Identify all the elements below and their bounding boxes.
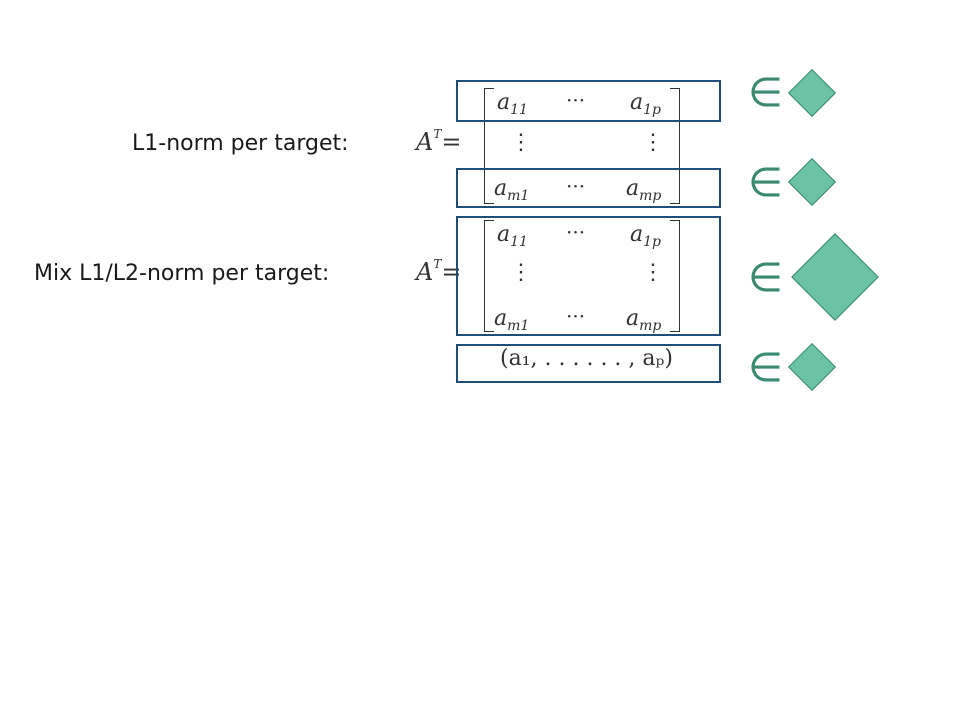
matrix2-hdots-bottom: ··· (566, 304, 586, 328)
mixed-ball-diamond (791, 233, 879, 321)
l1-norm-label: L1-norm per target: (132, 131, 349, 156)
matrix1-hdots-bottom: ··· (566, 174, 586, 198)
matrix1-rowm-box (456, 168, 721, 208)
l1-ball-diamond-2 (787, 157, 837, 207)
matrix2-right-bracket (670, 220, 680, 332)
matrix1-vdots-left: ⋮ (510, 130, 532, 155)
matrix1-right-bracket (670, 88, 680, 204)
element-of-symbol-1: ∈ (748, 70, 783, 116)
mix-norm-label: Mix L1/L2-norm per target: (34, 261, 330, 286)
matrix2-lhs: AT= (416, 257, 462, 286)
matrix2-a1p: a1p (630, 222, 661, 250)
matrix2-am1: am1 (494, 306, 530, 334)
matrix2-left-bracket (484, 220, 494, 332)
matrix1-left-bracket (484, 88, 494, 204)
matrix2-a11: a11 (497, 222, 528, 250)
matrix1-am1: am1 (494, 176, 530, 204)
matrix1-hdots-top: ··· (566, 88, 586, 112)
element-of-symbol-3: ∈ (748, 255, 783, 301)
matrix2-full-box (456, 216, 721, 336)
matrix2-vdots-left: ⋮ (510, 260, 532, 285)
matrix1-a11: a11 (497, 90, 528, 118)
vector-box (456, 344, 721, 383)
l1-ball-diamond-3 (787, 342, 837, 392)
matrix1-lhs: AT= (416, 127, 462, 156)
vector-expression: (a₁, . . . . . . , aₚ) (500, 346, 673, 371)
element-of-symbol-4: ∈ (748, 345, 783, 391)
element-of-symbol-2: ∈ (748, 160, 783, 206)
matrix1-row1-box (456, 80, 721, 122)
l1-ball-diamond-1 (787, 68, 837, 118)
matrix1-amp: amp (626, 176, 662, 204)
matrix1-vdots-right: ⋮ (642, 130, 664, 155)
matrix2-vdots-right: ⋮ (642, 260, 664, 285)
matrix1-a1p: a1p (630, 90, 661, 118)
matrix2-hdots-top: ··· (566, 220, 586, 244)
matrix2-amp: amp (626, 306, 662, 334)
